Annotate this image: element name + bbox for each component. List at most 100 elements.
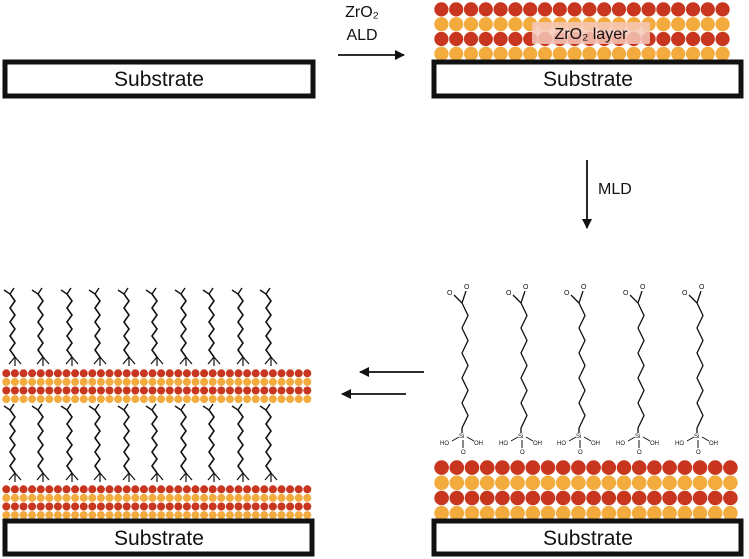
zro2-stage3-atom — [586, 460, 601, 475]
zro2-stage3-atom — [495, 490, 510, 506]
stack-zro2-lower-atom — [139, 485, 148, 494]
zro2-stage3-atom — [692, 460, 708, 475]
stack-zro2-upper-atom — [122, 386, 131, 395]
stack-zro2-upper-atom — [225, 377, 234, 386]
stack-molecule — [3, 287, 22, 366]
carbonyl-o-label: O — [447, 290, 453, 297]
zro2-stage2-atom — [449, 17, 464, 32]
stage-multilayer: Substrate — [2, 287, 315, 557]
stack-zro2-upper-atom — [131, 369, 140, 378]
stack-zro2-upper-atom — [122, 377, 131, 386]
stack-zro2-upper-atom — [260, 369, 269, 378]
oh-label: OH — [591, 441, 600, 447]
zro2-stage3-atom — [692, 505, 708, 521]
zro2-stage2-atom — [508, 17, 523, 32]
stack-zro2-lower-atom — [251, 511, 260, 520]
zro2-stage3-atom — [555, 490, 571, 506]
zro2-stage3-atom — [723, 460, 738, 475]
stack-zro2-lower-atom — [165, 502, 174, 511]
stack-zro2-upper-atom — [28, 377, 37, 386]
stack-zro2-upper-atom — [286, 395, 295, 404]
stack-zro2-lower-atom — [200, 493, 209, 502]
stack-zro2-lower-atom — [2, 493, 11, 502]
zro2-stage2-atom — [449, 31, 464, 47]
zro2-stage2-atom — [700, 17, 715, 32]
stack-zro2-lower-atom — [217, 502, 226, 511]
zro2-stage2-atom — [715, 31, 730, 47]
zro2-stage2-atom — [671, 17, 686, 32]
stack-molecule — [174, 287, 193, 366]
stack-zro2-lower-atom — [157, 485, 166, 494]
stack-zro2-upper-atom — [88, 377, 97, 386]
stack-zro2-lower-atom — [217, 485, 226, 494]
stack-zro2-lower-atom — [243, 485, 252, 494]
stack-zro2-upper-atom — [88, 386, 97, 395]
stack-zro2-upper-atom — [268, 386, 277, 395]
zro2-stage3-atom — [677, 475, 693, 491]
stack-zro2-upper-atom — [53, 377, 62, 386]
stack-zro2-lower-atom — [165, 493, 174, 502]
stack-zro2-upper-atom — [200, 395, 209, 404]
stack-zro2-lower-atom — [131, 493, 140, 502]
zro2-stage2-atom — [493, 17, 508, 32]
stack-zro2-lower-atom — [157, 511, 166, 520]
stack-zro2-upper-atom — [122, 369, 131, 378]
stack-zro2-upper-atom — [200, 377, 209, 386]
hydroxyl-o-label: O — [640, 284, 646, 291]
stack-zro2-lower-atom — [294, 493, 303, 502]
stack-zro2-upper-atom — [277, 386, 286, 395]
stack-zro2-upper-atom — [10, 386, 19, 395]
zro2-stage2-atom — [463, 46, 479, 61]
zro2-stage3-atom — [525, 475, 541, 491]
substrate-3-label: Substrate — [543, 527, 633, 550]
zro2-stage3-atom — [434, 460, 449, 475]
stack-zro2-upper-atom — [53, 395, 62, 404]
stack-zro2-lower-atom — [45, 511, 54, 520]
stack-zro2-upper-atom — [88, 395, 97, 404]
stack-zro2-upper-atom — [208, 377, 217, 386]
mld-step: MLD — [582, 160, 632, 229]
zro2-stage2-atom — [552, 2, 567, 17]
stack-zro2-lower-atom — [182, 502, 191, 511]
stack-zro2-upper-atom — [2, 386, 11, 395]
zro2-stage3-atom — [707, 460, 723, 475]
stack-zro2-lower-atom — [122, 493, 131, 502]
stack-zro2-lower-atom — [114, 502, 123, 511]
zro2-layer-stage2 — [434, 2, 730, 61]
stack-molecule — [202, 287, 221, 366]
stack-zro2-lower-atom — [88, 502, 97, 511]
stack-zro2-upper-atom — [62, 377, 71, 386]
stack-zro2-lower-atom — [260, 502, 269, 511]
stack-zro2-lower-atom — [294, 502, 303, 511]
stack-zro2-lower-atom — [36, 485, 45, 494]
zro2-stage2-atom — [656, 2, 671, 17]
stack-zro2-upper-atom — [182, 386, 191, 395]
stack-zro2-lower-atom — [303, 493, 312, 502]
stack-zro2-lower-atom — [122, 502, 131, 511]
stack-zro2-lower-atom — [96, 485, 105, 494]
zro2-stage2-atom — [478, 17, 493, 32]
stack-zro2-upper-atom — [79, 386, 88, 395]
zro2-stage3-atom — [586, 490, 601, 506]
stack-zro2-lower-atom — [53, 502, 62, 511]
stack-zro2-upper-atom — [139, 369, 148, 378]
silicon-label: Si — [459, 434, 464, 440]
silicon-label: Si — [576, 434, 581, 440]
stack-zro2-lower-atom — [62, 502, 71, 511]
zro2-stage3-atom — [525, 460, 541, 475]
stack-zro2-upper-atom — [303, 395, 312, 404]
stack-zro2-lower-atom — [71, 493, 80, 502]
stack-zro2-upper-atom — [234, 386, 243, 395]
stack-zro2-upper-atom — [234, 369, 243, 378]
stack-zro2-upper-atom — [139, 386, 148, 395]
stack-zro2-lower-atom — [62, 485, 71, 494]
substrate-4 — [2, 518, 315, 557]
stack-zro2-lower-atom — [105, 493, 114, 502]
carbonyl-o-label: O — [506, 290, 512, 297]
stack-zro2-lower-atom — [268, 485, 277, 494]
stack-molecule — [60, 287, 79, 366]
stack-zro2-upper-atom — [182, 369, 191, 378]
stack-zro2-upper-atom — [208, 369, 217, 378]
stack-molecule — [60, 403, 79, 482]
